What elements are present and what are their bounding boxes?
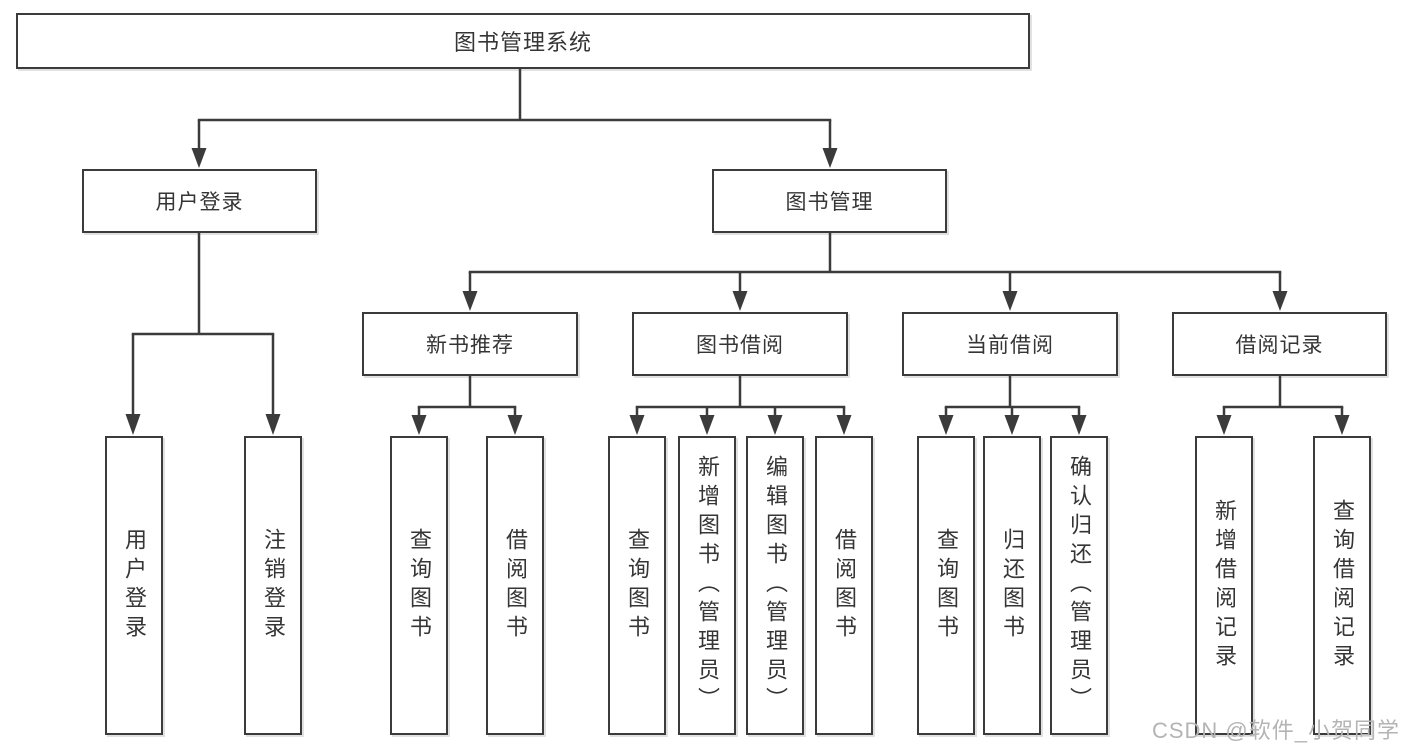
node-root-system: 图书管理系统 [16, 13, 1030, 69]
connector-records-children [1216, 376, 1350, 435]
node-cat-book-borrow-label: 图书借阅 [696, 334, 784, 357]
node-cat-current-borrow: 当前借阅 [902, 312, 1118, 376]
csdn-watermark: CSDN @软件_小贺同学 [1151, 718, 1400, 743]
leaf-query-books-current: 查询图书 [917, 436, 975, 735]
connector-book-mgmt-children [462, 233, 1288, 311]
leaf-user-login: 用户登录 [105, 436, 163, 735]
leaf-query-books-current-label: 查询图书 [934, 527, 959, 644]
leaf-query-books-borrow: 查询图书 [608, 436, 666, 735]
leaf-edit-books-admin: 编辑图书（管理员） [746, 436, 804, 735]
leaf-query-borrow-record-label: 查询借阅记录 [1330, 498, 1355, 673]
node-cat-current-borrow-label: 当前借阅 [966, 334, 1054, 357]
leaf-add-borrow-record: 新增借阅记录 [1195, 436, 1253, 735]
leaf-borrow-books-newbook-label: 借阅图书 [503, 527, 528, 644]
node-book-mgmt: 图书管理 [712, 169, 947, 233]
leaf-confirm-return-admin: 确认归还（管理员） [1050, 436, 1108, 735]
node-cat-new-book: 新书推荐 [362, 312, 578, 376]
leaf-query-books-borrow-label: 查询图书 [625, 527, 650, 644]
leaf-query-borrow-record: 查询借阅记录 [1313, 436, 1371, 735]
node-cat-new-book-label: 新书推荐 [426, 334, 514, 357]
node-cat-book-borrow: 图书借阅 [632, 312, 848, 376]
leaf-query-books-newbook: 查询图书 [390, 436, 448, 735]
node-cat-borrow-records: 借阅记录 [1172, 312, 1387, 376]
leaf-query-books-newbook-label: 查询图书 [407, 527, 432, 644]
connector-new-book-children [411, 376, 523, 435]
leaf-add-books-admin: 新增图书（管理员） [678, 436, 736, 735]
leaf-add-books-admin-label: 新增图书（管理员） [695, 455, 720, 716]
leaf-confirm-return-admin-label: 确认归还（管理员） [1067, 455, 1092, 716]
leaf-add-borrow-record-label: 新增借阅记录 [1212, 498, 1237, 673]
leaf-return-books: 归还图书 [983, 436, 1041, 735]
leaf-return-books-label: 归还图书 [1000, 527, 1025, 644]
leaf-logout: 注销登录 [244, 436, 302, 735]
connector-current-borrow-children [938, 376, 1087, 435]
leaf-logout-label: 注销登录 [261, 527, 286, 644]
leaf-borrow-books-newbook: 借阅图书 [486, 436, 544, 735]
node-user-login: 用户登录 [82, 169, 317, 233]
node-root-label: 图书管理系统 [453, 30, 592, 55]
leaf-borrow-books-borrow: 借阅图书 [815, 436, 873, 735]
connector-book-borrow-children [629, 376, 852, 435]
node-user-login-label: 用户登录 [155, 191, 244, 214]
leaf-borrow-books-borrow-label: 借阅图书 [832, 527, 857, 644]
leaf-edit-books-admin-label: 编辑图书（管理员） [763, 455, 788, 716]
connector-user-login-children [125, 233, 281, 435]
leaf-user-login-label: 用户登录 [122, 527, 147, 644]
connector-root-to-level2 [191, 69, 838, 168]
node-cat-borrow-records-label: 借阅记录 [1235, 334, 1324, 357]
node-book-mgmt-label: 图书管理 [785, 191, 874, 214]
